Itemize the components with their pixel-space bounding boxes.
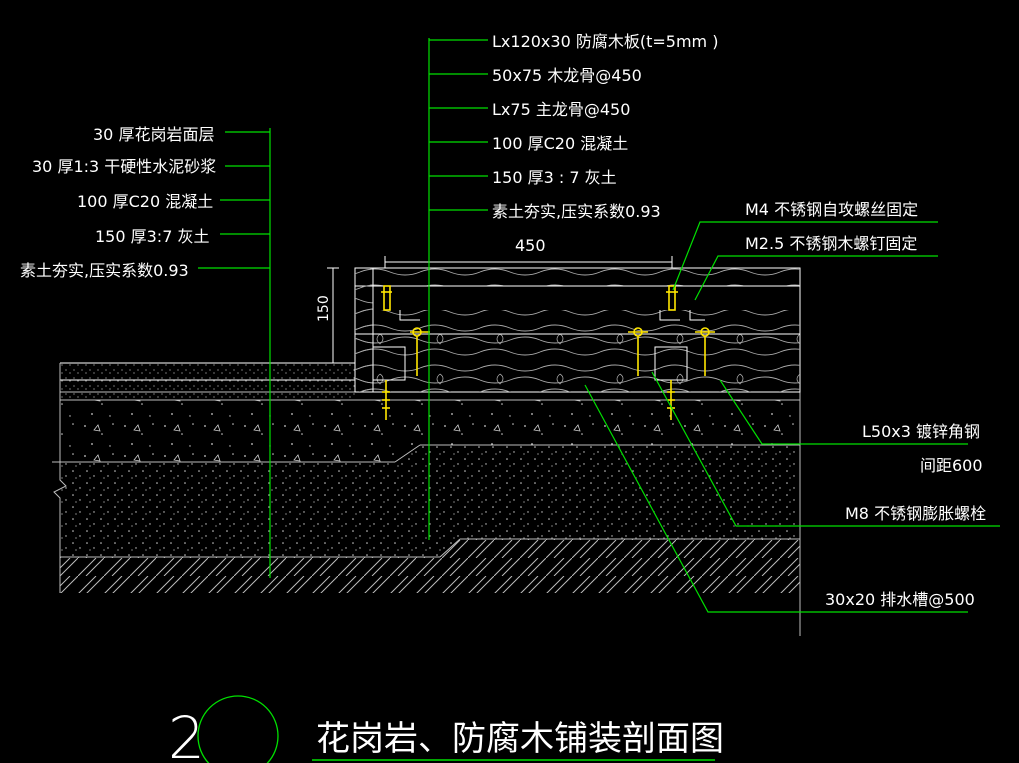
label-m4-screw: M4 不锈钢自攻螺丝固定 [745, 200, 918, 219]
dimension-450: 450 [384, 236, 673, 268]
right-leaders [584, 371, 1000, 613]
top-label-lime-soil: 150 厚3 : 7 灰土 [492, 168, 617, 187]
dimension-150-label: 150 [316, 295, 332, 322]
label-drain-groove: 30x20 排水槽@500 [825, 590, 975, 609]
left-label-stack: 30 厚花岗岩面层 30 厚1:3 干硬性水泥砂浆 100 厚C20 混凝土 1… [20, 125, 216, 280]
left-label-granite: 30 厚花岗岩面层 [93, 125, 214, 144]
top-label-concrete: 100 厚C20 混凝土 [492, 134, 628, 153]
label-angle-spacing: 间距600 [920, 456, 983, 475]
drawing-title: 花岗岩、防腐木铺装剖面图 [316, 719, 724, 759]
top-label-main-joist: Lx75 主龙骨@450 [492, 100, 630, 119]
left-leader [198, 128, 271, 578]
label-expansion-bolt: M8 不锈钢膨胀螺栓 [845, 504, 986, 523]
label-m25-screw: M2.5 不锈钢木螺钉固定 [745, 234, 917, 253]
top-label-compacted-soil: 素土夯实,压实系数0.93 [492, 202, 661, 221]
dimension-450-label: 450 [515, 236, 546, 255]
top-leader [428, 38, 488, 540]
wood-deck-assembly [354, 267, 801, 393]
left-label-compacted-soil: 素土夯实,压实系数0.93 [20, 261, 189, 280]
top-label-stack: Lx120x30 防腐木板(t=5mm ) 50x75 木龙骨@450 Lx75… [492, 32, 718, 221]
left-label-mortar: 30 厚1:3 干硬性水泥砂浆 [32, 157, 216, 176]
dimension-150: 150 [316, 267, 339, 364]
fastener-leaders [672, 221, 938, 301]
left-label-lime-soil: 150 厚3:7 灰土 [95, 227, 209, 246]
top-label-wood-joist: 50x75 木龙骨@450 [492, 66, 642, 85]
top-label-deck-board: Lx120x30 防腐木板(t=5mm ) [492, 32, 718, 51]
left-label-concrete: 100 厚C20 混凝土 [77, 192, 213, 211]
detail-marker: 2 [168, 695, 279, 763]
detail-number: 2 [168, 704, 205, 763]
fasteners [381, 285, 715, 420]
label-angle-steel: L50x3 镀锌角钢 [862, 422, 980, 441]
break-line [53, 363, 801, 636]
granite-and-mortar-layers [60, 362, 800, 400]
